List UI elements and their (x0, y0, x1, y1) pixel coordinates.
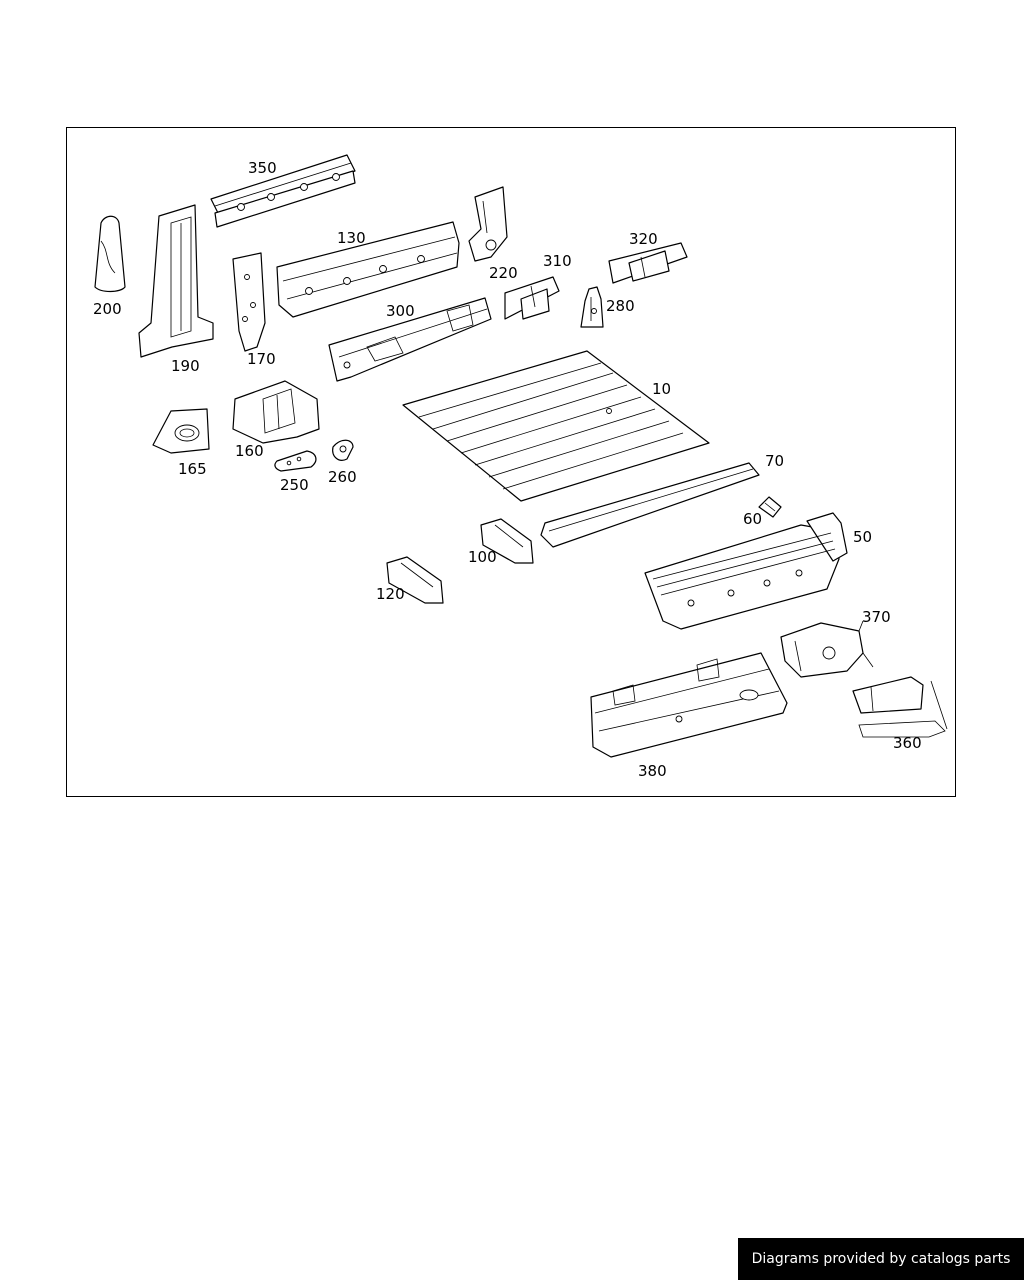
part-370-drawing (780, 620, 874, 678)
part-100-drawing (480, 518, 534, 564)
part-number-300[interactable]: 300 (386, 302, 415, 320)
part-260-drawing (332, 439, 354, 461)
part-320-drawing (608, 242, 688, 284)
part-380-drawing (590, 652, 788, 758)
part-160-drawing (232, 380, 320, 444)
part-number-200[interactable]: 200 (93, 300, 122, 318)
part-number-120[interactable]: 120 (376, 585, 405, 603)
parts-diagram: 350 130 220 310 320 200 190 170 300 280 … (93, 154, 948, 780)
part-number-380[interactable]: 380 (638, 762, 667, 780)
part-120-drawing (386, 556, 444, 604)
part-number-310[interactable]: 310 (543, 252, 572, 270)
credit-text: Diagrams provided by catalogs parts (751, 1251, 1011, 1267)
part-number-160[interactable]: 160 (235, 442, 264, 460)
part-number-250[interactable]: 250 (280, 476, 309, 494)
part-250-drawing (274, 450, 317, 472)
part-number-130[interactable]: 130 (337, 229, 366, 247)
part-number-100[interactable]: 100 (468, 548, 497, 566)
part-350-drawing (210, 154, 356, 228)
part-number-280[interactable]: 280 (606, 297, 635, 315)
part-280-drawing (580, 286, 604, 328)
part-number-370[interactable]: 370 (862, 608, 891, 626)
credit-banner: Diagrams provided by catalogs parts (738, 1238, 1024, 1280)
part-10-drawing (402, 350, 710, 502)
part-number-260[interactable]: 260 (328, 468, 357, 486)
part-220-drawing (468, 186, 508, 262)
part-130-drawing (276, 221, 460, 318)
part-number-10[interactable]: 10 (652, 380, 671, 398)
part-number-170[interactable]: 170 (247, 350, 276, 368)
part-360-drawing (852, 676, 948, 738)
part-number-220[interactable]: 220 (489, 264, 518, 282)
part-170-drawing (232, 252, 266, 352)
part-200-drawing (94, 215, 126, 293)
part-number-190[interactable]: 190 (171, 357, 200, 375)
part-310-drawing (504, 276, 560, 320)
part-number-320[interactable]: 320 (629, 230, 658, 248)
part-165-drawing (152, 408, 210, 454)
part-60-drawing (758, 496, 782, 518)
part-number-165[interactable]: 165 (178, 460, 207, 478)
part-190-drawing (138, 204, 214, 358)
part-300-drawing (328, 297, 492, 382)
part-number-360[interactable]: 360 (893, 734, 922, 752)
part-number-50[interactable]: 50 (853, 528, 872, 546)
parts-diagram-frame: 350 130 220 310 320 200 190 170 300 280 … (66, 127, 956, 797)
part-70-drawing (540, 462, 760, 548)
part-number-350[interactable]: 350 (248, 159, 277, 177)
part-number-60[interactable]: 60 (743, 510, 762, 528)
part-number-70[interactable]: 70 (765, 452, 784, 470)
part-50-drawing (644, 512, 848, 630)
